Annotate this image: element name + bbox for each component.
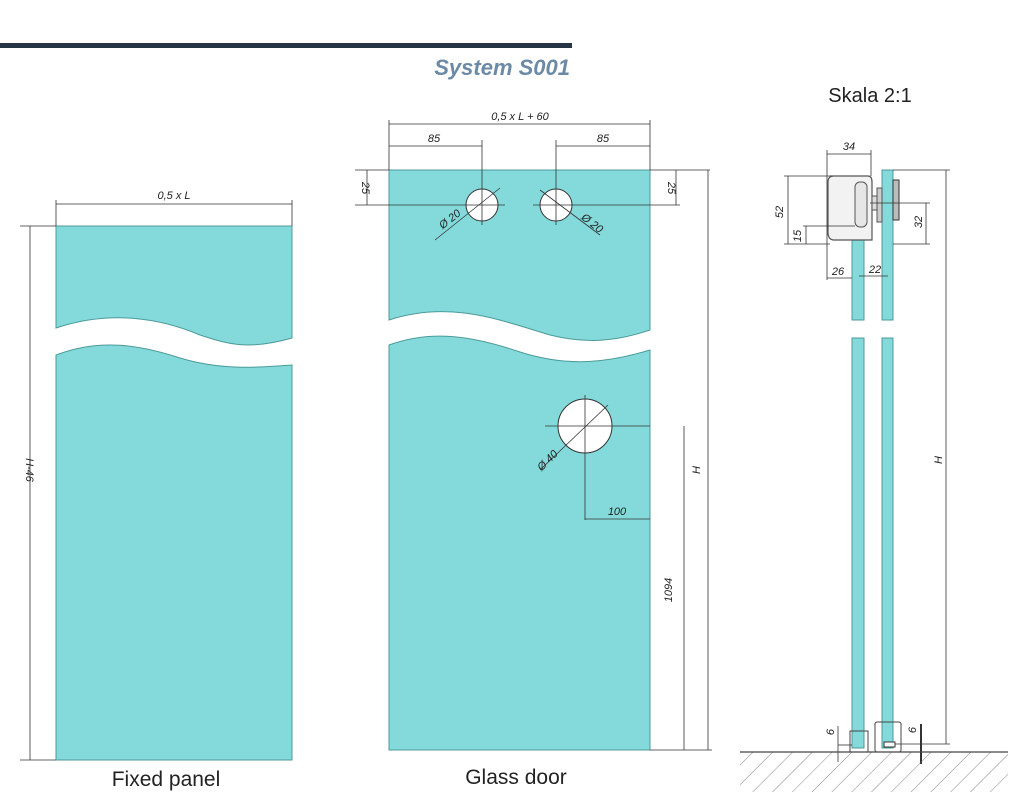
header-rule	[0, 43, 572, 48]
fixed-height-dim: H-46	[23, 458, 35, 483]
dim-22: 22	[868, 264, 881, 276]
section-height-dim: H	[933, 456, 945, 464]
door-width-dim: 0,5 x L + 60	[491, 111, 549, 123]
glass-door-caption: Glass door	[465, 766, 567, 789]
glass-door: 0,5 x L + 60 85 85 25 25 Ø 20 Ø 20 Ø 40 …	[355, 111, 712, 789]
dim-34: 34	[843, 141, 855, 153]
left-offset-dim: 85	[428, 133, 441, 145]
system-title: System S001	[434, 55, 570, 80]
fixed-panel-caption: Fixed panel	[112, 768, 221, 791]
dim-52: 52	[774, 206, 786, 218]
dim-15: 15	[792, 229, 804, 242]
floor-hatch	[740, 752, 1008, 792]
right-offset-dim: 85	[597, 133, 610, 145]
handle-offset-dim: 100	[608, 506, 627, 518]
section-view: Skala 2:1 34 52 15 32 26 22 H 6 6	[740, 85, 1008, 792]
dim-32: 32	[913, 216, 925, 228]
dim-26: 26	[831, 266, 845, 278]
fixed-panel: 0,5 x L H-46 Fixed panel	[20, 190, 293, 791]
door-height-dim: H	[691, 466, 703, 474]
top-left-dim: 25	[359, 181, 371, 195]
fixed-width-dim: 0,5 x L	[157, 190, 190, 202]
floor-right-dim: 6	[907, 726, 919, 733]
top-right-dim: 25	[665, 181, 677, 195]
scale-label: Skala 2:1	[828, 85, 911, 107]
handle-height-dim: 1094	[663, 578, 675, 602]
floor-left-dim: 6	[825, 728, 837, 735]
